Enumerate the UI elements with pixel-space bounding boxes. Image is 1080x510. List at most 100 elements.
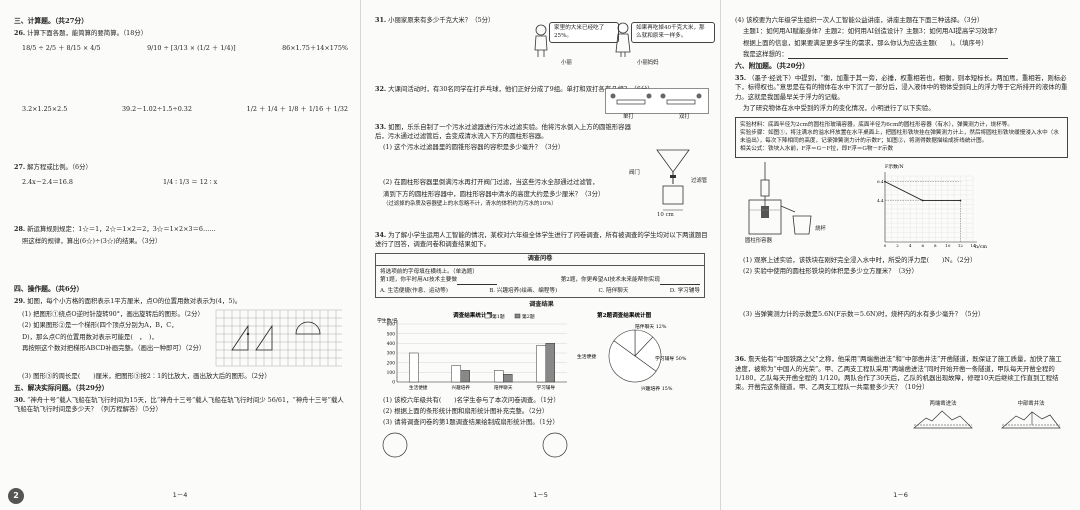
q36-text-c: 。两队合作了30天后，乙队的机器出现故障，修理10天后继续工作直到工程结束。开凿… bbox=[735, 373, 1059, 392]
pie-marks bbox=[608, 329, 662, 382]
label-double: 双打 bbox=[679, 114, 690, 120]
bar-category-label: 陪伴聊天 bbox=[494, 384, 513, 391]
q26-expr5: 39.2－1.02÷1.5÷0.32 bbox=[121, 105, 192, 114]
label-xiaoli: 小丽 bbox=[561, 60, 572, 66]
q26-text: 计算下面各题，能简算的要简算。（18分） bbox=[27, 28, 148, 37]
q26-row2: 3.2×1.25×2.5 39.2－1.02÷1.5÷0.32 1/2 ＋ 1/… bbox=[22, 105, 348, 114]
page-badge: 2 bbox=[8, 488, 24, 504]
pie-slice bbox=[613, 329, 636, 357]
legend-swatch-1 bbox=[484, 313, 491, 318]
label-method-2: 中部凿井法 bbox=[1017, 400, 1045, 407]
q26-expr1: 18/5 ÷ 2/5 ＋ 8/15 × 4/5 bbox=[22, 44, 101, 53]
pie-slice bbox=[608, 339, 657, 382]
line-xtick-label: 2 bbox=[896, 243, 899, 248]
bar-chart: 调查结果统计图 第1题 第2题 学生数/名 010020030040050060… bbox=[377, 311, 567, 391]
question-26: 26.计算下面各题，能简算的要简算。（18分） bbox=[14, 28, 148, 37]
label-container: 圆柱形容器 bbox=[745, 237, 772, 244]
line-xtick-label: 12 bbox=[958, 243, 964, 248]
q34-part4b: 我是这样想的： bbox=[743, 50, 1068, 60]
q29-parts: (1) 把图形①绕点O逆时针旋转90°，画出旋转后的图形。（2分） (2) 如果… bbox=[14, 308, 214, 370]
bar-ytick-label: 300 bbox=[387, 351, 396, 356]
survey-note: 将选项前的字母填在横线上。（单选题） bbox=[380, 269, 478, 276]
question-27: 27.解方程或比例。（6分） bbox=[14, 162, 92, 171]
q36-text: 詹天佑有“中国铁路之父”之称，他采用“两端凿进法”和“中部凿井法”开凿隧道，既保… bbox=[735, 355, 1062, 373]
q29-part2b: D)，那么点C的位置用数对表示可能是( ， )， bbox=[22, 332, 158, 341]
legend-swatch-2 bbox=[514, 313, 521, 318]
bar-category-label: 学习辅导 bbox=[537, 384, 556, 391]
page-number-middle: 1－5 bbox=[533, 490, 548, 499]
q26-row1: 18/5 ÷ 2/5 ＋ 8/15 × 4/5 9/10 ÷ [3/13 × (… bbox=[22, 44, 348, 53]
label-10cm: 10 cm bbox=[657, 212, 674, 218]
apparatus-figure: 圆柱形容器 烧杯 bbox=[735, 161, 845, 254]
label-beaker: 烧杯 bbox=[815, 225, 826, 232]
bar-1 bbox=[494, 369, 504, 382]
q27-eq-b: 1/4 ∶ 1/3 ＝ 12 ∶ x bbox=[162, 177, 218, 186]
option-a: A. 生活便捷(作息、运动等) bbox=[380, 287, 448, 294]
q27-eq-a: 2.4x－2.4＝16.8 bbox=[22, 177, 73, 186]
survey-q2: 第2题，你更希望AI技术未来能帮你实现 bbox=[560, 277, 660, 284]
q29-text: 如图，每个小方格的面积表示1平方厘米，点O的位置用数对表示为(4，5)。 bbox=[27, 296, 242, 305]
section-3-title: 三、计算题。（共27分） bbox=[14, 17, 89, 25]
pie-label-interest: 兴趣培养 15% bbox=[641, 385, 673, 392]
q36-text-b: ，乙队每天开凿全程的 bbox=[753, 373, 818, 382]
bar-category-label: 兴趣培养 bbox=[452, 384, 471, 391]
shape-1 bbox=[231, 324, 249, 351]
label-single: 单打 bbox=[623, 114, 634, 120]
question-29: 29.如图，每个小方格的面积表示1平方厘米，点O的位置用数对表示为(4，5)。 bbox=[14, 296, 242, 305]
pie-slice bbox=[634, 336, 662, 372]
line-xtick-label: 10 bbox=[945, 243, 951, 248]
q31-text: 小丽家原来有多少千克大米？（5分） bbox=[388, 16, 495, 24]
question-33: 33.如图，乐乐自制了一个污水过滤器进行污水过滤实验。他将污水倒入上方的圆锥形容… bbox=[375, 122, 631, 140]
bar-ytick-label: 200 bbox=[387, 361, 396, 366]
q34-part2: (2) 根据上面的条形统计图和扇形统计图补充完整。（2分） bbox=[383, 406, 549, 415]
bar-1 bbox=[536, 344, 546, 382]
survey-questions: 第1题，你平时用AI技术主要做 第2题，你更希望AI技术未来能帮你实现 bbox=[380, 276, 700, 285]
q29-part2c: 再按照这个数对把梯形ABCD补画完整。（画出一种即可）（2分） bbox=[22, 343, 206, 352]
q26-expr4: 3.2×1.25×2.5 bbox=[22, 105, 68, 114]
result-title: 调查结果 bbox=[529, 300, 554, 308]
bar-ylabel: 学生数/名 bbox=[377, 317, 398, 324]
tunnel-method-1: 两端凿进法 bbox=[912, 401, 974, 431]
force-chart-ylabel: F示数/N bbox=[885, 163, 904, 170]
label-mother: 小丽妈妈 bbox=[637, 60, 659, 66]
bar-ytick-label: 0 bbox=[392, 380, 395, 385]
pingpong-figure bbox=[605, 88, 709, 114]
pie-label-chat: 陪伴聊天 12% bbox=[635, 323, 667, 330]
box-steps: 实验步骤：如图①，将注满水的溢水杯放置在水平桌面上，把圆柱形铁块挂在弹簧测力计上… bbox=[740, 130, 1059, 145]
q35-text: （墨子·经说下）中提到，“衡，加重于其一旁，必捶，权重相若也，相衡，则本短标长。… bbox=[735, 73, 1068, 101]
bar-ytick-label: 600 bbox=[387, 322, 396, 327]
bar-category-label: 生活便捷 bbox=[409, 384, 428, 391]
pie-label-study: 学习辅导 50% bbox=[655, 355, 687, 362]
question-34: 34.为了解小学生运用人工智能的情况，某校对六年级全体学生进行了问卷调查，所有被… bbox=[375, 230, 708, 249]
point-o bbox=[246, 332, 250, 336]
survey-q1-blank[interactable] bbox=[456, 278, 497, 285]
legend-label-1: 第1题 bbox=[492, 313, 505, 320]
q34-answer-line[interactable] bbox=[787, 52, 1008, 60]
q33-part1: (1) 这个污水过滤器里的圆锥形容器的容积是多少毫升？（3分） bbox=[383, 143, 565, 152]
pie-chart: 第2题调查结果统计图 陪伴聊天 12% 生活便捷 学习辅导 50% 兴趣培养 1… bbox=[577, 311, 687, 392]
question-36: 36.詹天佑有“中国铁路之父”之称，他采用“两端凿进法”和“中部凿井法”开凿隧道… bbox=[735, 355, 1062, 392]
question-35: 35.（墨子·经说下）中提到，“衡，加重于其一旁，必捶，权重相若也，相衡，则本短… bbox=[735, 73, 1068, 101]
survey-q1: 第1题，你平时用AI技术主要做 bbox=[380, 277, 457, 284]
mountain-icon-2 bbox=[1001, 411, 1061, 429]
q27-row: 2.4x－2.4＝16.8 1/4 ∶ 1/3 ＝ 12 ∶ x bbox=[22, 178, 348, 187]
q28-text-b: 照这样的规律，算出(6☆)÷(3☆)的结果。（3分） bbox=[22, 236, 162, 245]
box-formula: 相关公式：铁块入水前，F浮＝G－F拉，即F浮＝G物－F示数 bbox=[740, 146, 894, 153]
mother-figure bbox=[615, 22, 631, 57]
page-number-left: 1－4 bbox=[172, 490, 188, 499]
bar-1 bbox=[451, 364, 461, 382]
grid-figure bbox=[215, 309, 342, 367]
question-32: 32.大课间活动时，有30名同学在打乒乓球，他们正好分成了9组。单打和双打各有几… bbox=[375, 85, 654, 94]
bar-2 bbox=[545, 342, 555, 382]
option-c: C. 陪伴聊天 bbox=[598, 287, 629, 294]
q32-text: 大课间活动时，有30名同学在打乒乓球，他们正好分成了9组。单打和双打各有几组？（… bbox=[388, 85, 654, 94]
filter-figure bbox=[656, 149, 690, 211]
survey-q2-blank[interactable] bbox=[660, 278, 700, 285]
label-filter-tube: 过滤管 bbox=[691, 178, 708, 184]
question-30: 30.“神舟十号”载人飞船在轨飞行时间为15天，比“神舟十三号”载人飞船在轨飞行… bbox=[14, 396, 344, 414]
circle-1 bbox=[382, 432, 408, 457]
